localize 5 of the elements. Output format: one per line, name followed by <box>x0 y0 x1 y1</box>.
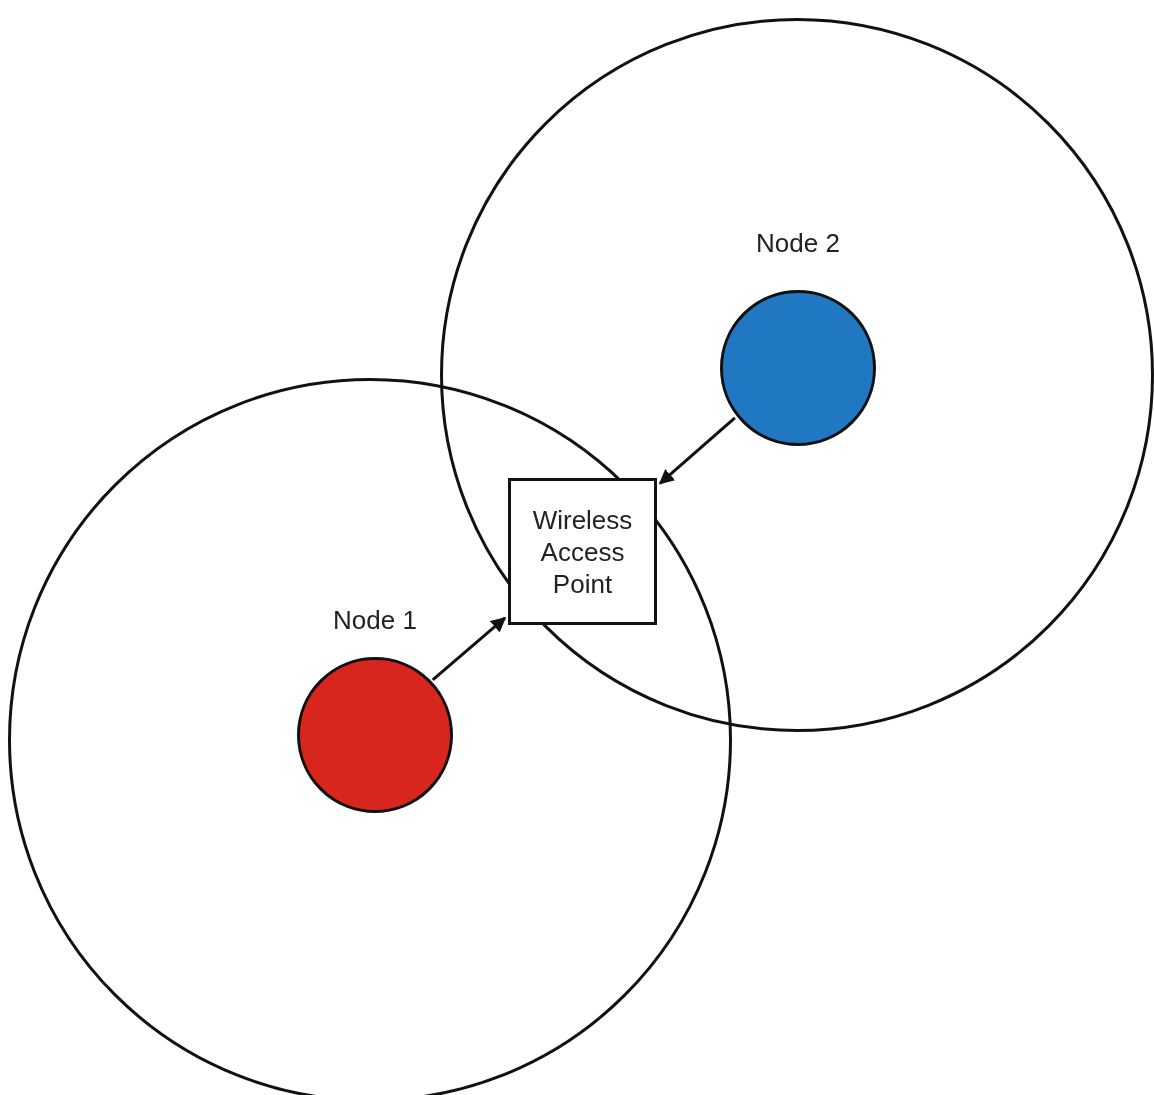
node-label: Node 2 <box>755 228 841 258</box>
node-label: Node 1 <box>332 605 418 635</box>
arrow <box>431 616 507 682</box>
access-point-box: Wireless Access Point <box>508 478 657 625</box>
arrow <box>658 416 736 485</box>
